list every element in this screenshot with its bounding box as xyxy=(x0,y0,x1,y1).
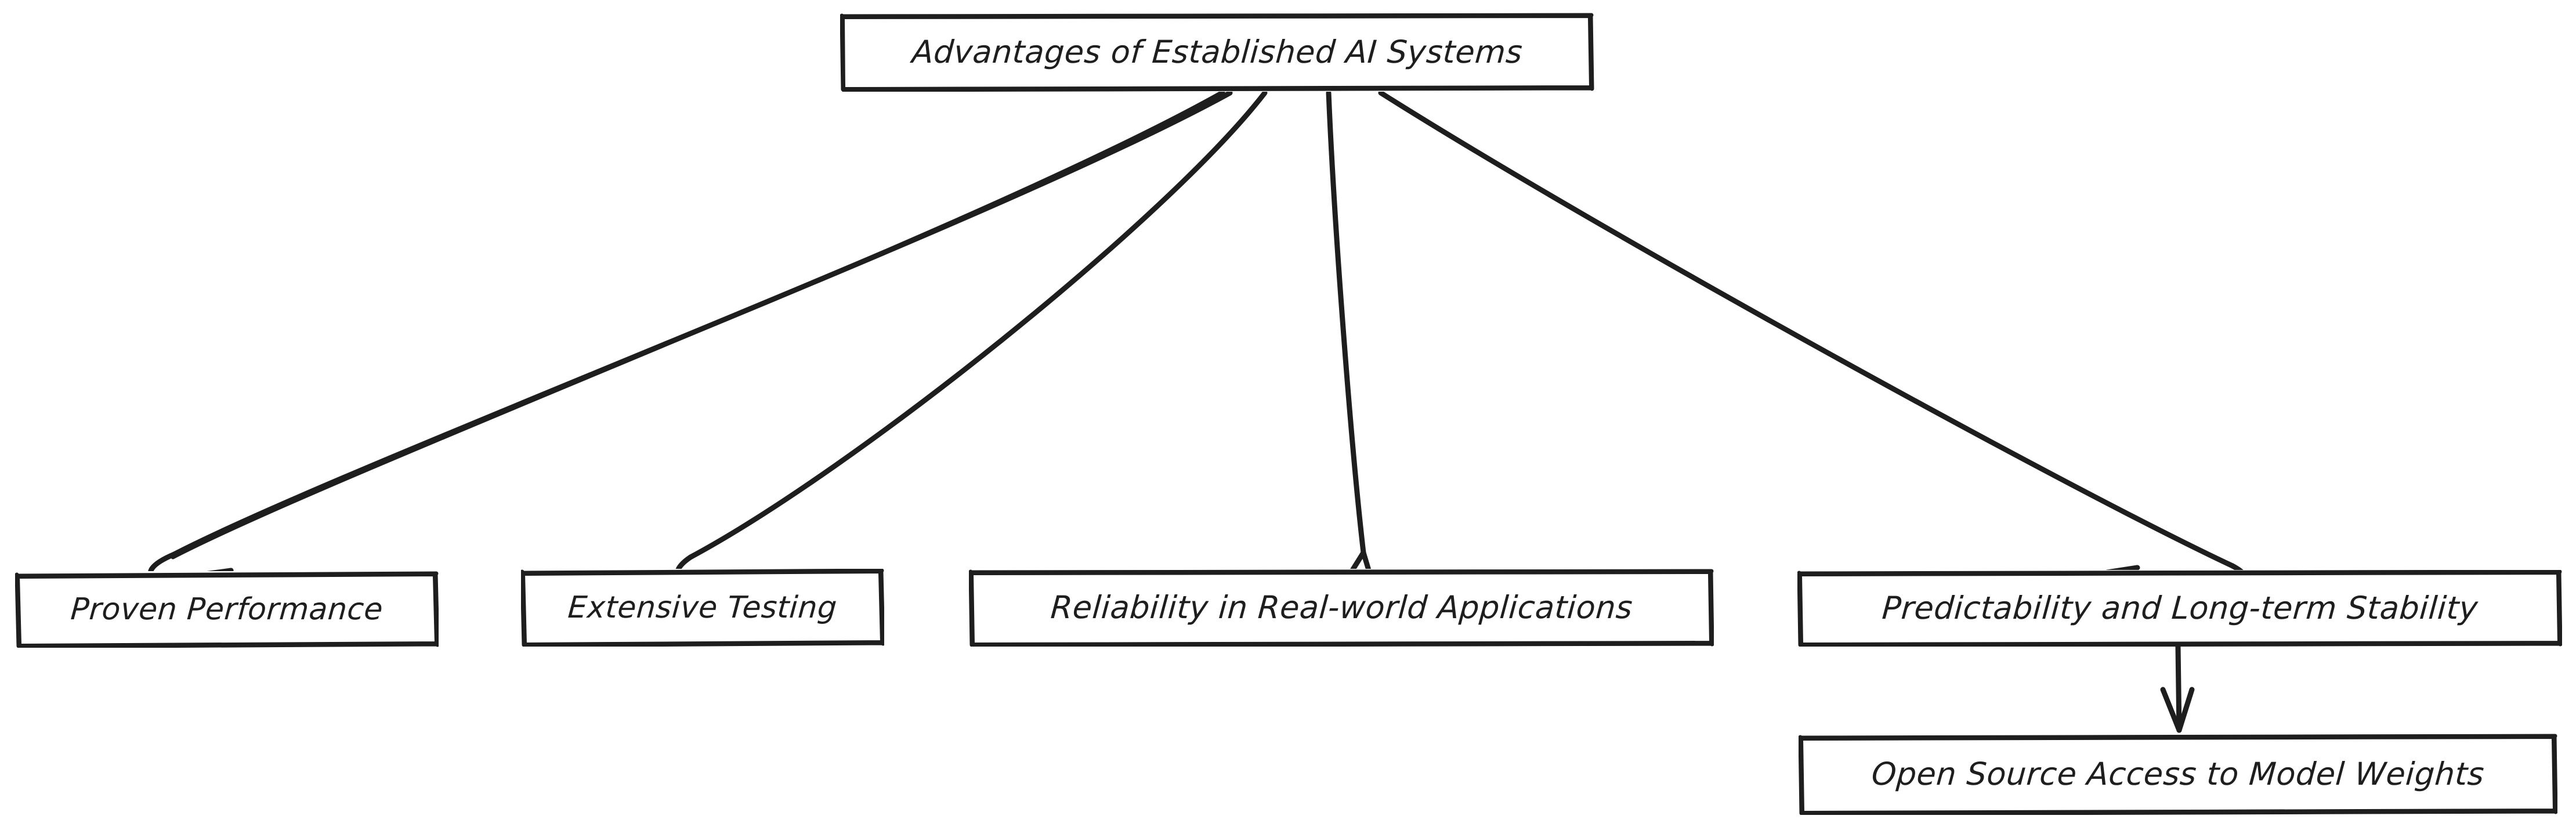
node-predictability-and-long-term-stability[interactable]: Predictability and Long-term Stability xyxy=(1797,570,2562,647)
edge-root-to-testing xyxy=(675,90,1268,588)
node-open-source-access-to-model-weights[interactable]: Open Source Access to Model Weights xyxy=(1799,734,2557,815)
edge-root-to-reliab xyxy=(1326,90,1373,579)
node-reliability-in-real-world-applications[interactable]: Reliability in Real-world Applications xyxy=(969,569,1714,647)
edge-predict-to-weights xyxy=(2160,644,2195,733)
node-label: Reliability in Real-world Applications xyxy=(1049,589,1634,626)
node-label: Open Source Access to Model Weights xyxy=(1870,756,2486,792)
edge-root-to-predict xyxy=(1378,90,2248,587)
node-proven-performance[interactable]: Proven Performance xyxy=(15,571,439,648)
node-label: Predictability and Long-term Stability xyxy=(1880,590,2479,626)
node-advantages-of-established-ai-systems[interactable]: Advantages of Established AI Systems xyxy=(840,13,1594,92)
node-label: Proven Performance xyxy=(69,592,385,627)
node-extensive-testing[interactable]: Extensive Testing xyxy=(521,569,884,647)
node-label: Extensive Testing xyxy=(567,590,838,625)
node-label: Advantages of Established AI Systems xyxy=(910,34,1524,70)
edge-root-to-proven xyxy=(147,89,1233,587)
